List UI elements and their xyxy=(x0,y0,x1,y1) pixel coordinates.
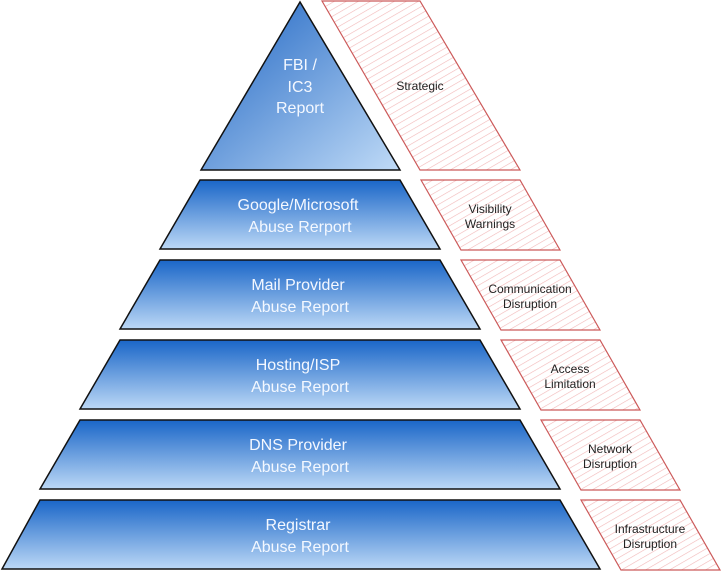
outcome-label-line-1: Strategic xyxy=(396,79,443,93)
tier-fbi-ic3: FBI / IC3 Report xyxy=(199,0,402,171)
outcome-label-line-1: Infrastructure xyxy=(615,522,686,536)
outcome-label-line-2: Disruption xyxy=(503,297,557,311)
outcome-label-line-1: Access xyxy=(551,362,590,376)
outcome-visibility-warnings: Visibility Warnings xyxy=(419,179,562,251)
tier-label-line-3: Report xyxy=(276,100,325,117)
tier-google-microsoft: Google/Microsoft Abuse Rerport xyxy=(158,179,442,250)
outcome-shape xyxy=(579,499,721,571)
outcome-shape xyxy=(539,419,682,491)
tier-shape xyxy=(118,259,482,330)
outcome-shape xyxy=(499,339,642,411)
outcome-communication-disruption: Communication Disruption xyxy=(459,259,602,331)
outcome-label-line-1: Communication xyxy=(488,282,571,296)
tier-label-line-1: Hosting/ISP xyxy=(256,357,340,374)
tier-label-line-2: IC3 xyxy=(288,79,313,96)
tier-label-line-2: Abuse Report xyxy=(251,299,349,316)
outcome-label-line-2: Disruption xyxy=(583,457,637,471)
tier-label-line-2: Abuse Report xyxy=(251,379,349,396)
tier-shape xyxy=(0,499,602,570)
outcome-access-limitation: Access Limitation xyxy=(499,339,642,411)
tier-label-line-1: DNS Provider xyxy=(249,437,347,454)
outcome-label-line-1: Network xyxy=(588,442,633,456)
tier-mail-provider: Mail Provider Abuse Report xyxy=(118,259,482,330)
tier-shape xyxy=(38,419,562,490)
tier-shape xyxy=(78,339,522,410)
outcome-shape xyxy=(419,179,562,251)
tier-label-line-1: Google/Microsoft xyxy=(238,197,359,214)
outcome-label-line-2: Disruption xyxy=(623,537,677,551)
outcome-network-disruption: Network Disruption xyxy=(539,419,682,491)
tier-dns-provider: DNS Provider Abuse Report xyxy=(38,419,562,490)
outcome-shape xyxy=(320,0,522,171)
tier-hosting-isp: Hosting/ISP Abuse Report xyxy=(78,339,522,410)
tier-label-line-1: Mail Provider xyxy=(251,277,345,294)
tier-shape xyxy=(199,0,402,171)
outcome-label-line-2: Limitation xyxy=(544,377,595,391)
tier-label-line-1: FBI / xyxy=(283,57,317,74)
outcome-shape xyxy=(459,259,602,331)
outcome-infrastructure-disruption: Infrastructure Disruption xyxy=(579,499,721,571)
outcome-label-line-2: Warnings xyxy=(465,217,515,231)
outcome-strategic: Strategic xyxy=(320,0,522,171)
tier-shape xyxy=(158,179,442,250)
tier-label-line-2: Abuse Report xyxy=(251,459,349,476)
tier-label-line-2: Abuse Rerport xyxy=(248,219,352,236)
tier-registrar: Registrar Abuse Report xyxy=(0,499,602,570)
tier-label-line-2: Abuse Report xyxy=(251,539,349,556)
outcome-label-line-1: Visibility xyxy=(468,202,511,216)
tier-label-line-1: Registrar xyxy=(266,517,332,534)
